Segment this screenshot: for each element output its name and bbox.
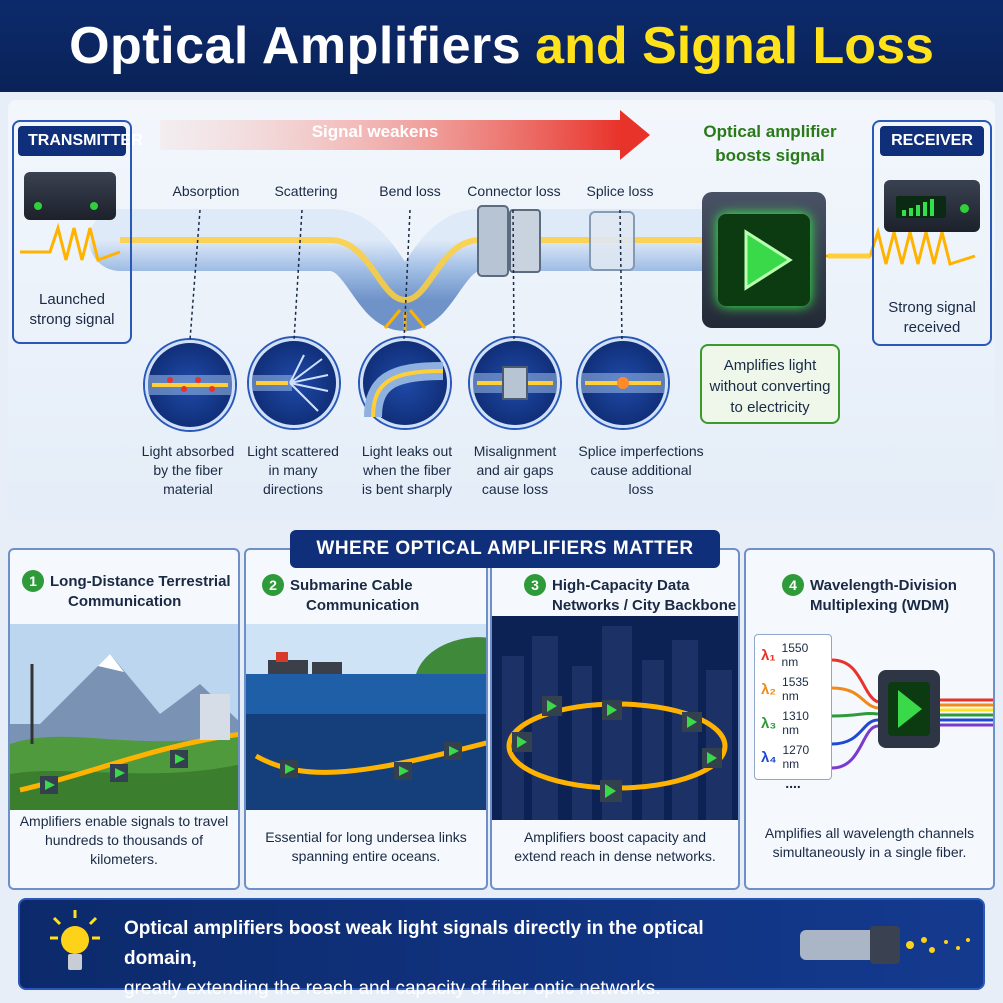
number-badge: 3 — [524, 574, 546, 596]
wavelength-row: λ₂ 1535 nm — [755, 669, 831, 703]
wavelength-symbol: λ₃ — [761, 714, 777, 732]
launched-signal-waveform — [20, 222, 121, 262]
loss-pointer-lines — [189, 209, 623, 341]
signal-beam — [120, 237, 720, 304]
title-bar: Optical Amplifiers and Signal Loss — [0, 0, 1003, 92]
wavelength-row: λ₁ 1550 nm — [755, 635, 831, 669]
led-icon — [960, 204, 969, 213]
play-icon — [718, 214, 810, 306]
receiver-device — [884, 180, 980, 232]
splice-sleeve — [589, 211, 635, 271]
bend-loss-detail-icon — [360, 338, 450, 428]
wavelength-value: 1550 nm — [781, 641, 809, 669]
receiver-label: RECEIVER — [880, 126, 984, 156]
connector-loss-detail-icon — [470, 338, 560, 428]
loss-label-connector: Connector loss — [467, 183, 561, 199]
led-icon — [90, 202, 98, 210]
number-badge: 4 — [782, 574, 804, 596]
transmitter-card — [12, 120, 132, 344]
city-backbone-scene — [492, 616, 738, 820]
optical-amplifier-device — [702, 192, 826, 328]
bend-loss-arrows — [383, 309, 427, 332]
signal-weakens-arrow — [160, 110, 650, 160]
led-icon — [34, 202, 42, 210]
where-amplifiers-matter-header: WHERE OPTICAL AMPLIFIERS MATTER — [290, 530, 720, 568]
wavelength-more: .... — [785, 775, 801, 791]
loss-label-scattering: Scattering — [274, 183, 338, 199]
receiver-card — [872, 120, 992, 346]
summary-text: Optical amplifiers boost weak light sign… — [124, 918, 704, 999]
glowing-fiber-icon — [800, 926, 970, 964]
lightbulb-icon — [50, 910, 100, 970]
signal-meter-icon — [896, 196, 946, 218]
ocean-scene — [246, 624, 486, 810]
received-signal-waveform — [820, 226, 976, 266]
wavelength-value: 1310 nm — [782, 709, 809, 737]
transmitter-device — [24, 172, 116, 220]
title-part1: Optical Amplifiers — [69, 17, 522, 75]
scattering-detail-icon — [249, 338, 339, 428]
loss-label-absorption: Absorption — [172, 183, 240, 199]
wavelength-value: 1535 nm — [782, 675, 809, 703]
wavelength-value: 1270 nm — [782, 743, 810, 771]
signal-weakens-label: Signal weakens — [311, 122, 439, 141]
title-part2: and Signal Loss — [535, 17, 934, 75]
loss-label-splice: Splice loss — [586, 183, 654, 199]
fiber-diagram — [20, 110, 976, 332]
wavelength-symbol: λ₂ — [761, 680, 777, 698]
summary-banner: Optical amplifiers boost weak light sign… — [18, 898, 985, 999]
connector — [477, 205, 509, 277]
wavelength-row: λ₄ 1270 nm — [755, 737, 831, 771]
wavelength-symbol: λ₁ — [761, 646, 776, 664]
number-badge: 2 — [262, 574, 284, 596]
wavelength-row: λ₃ 1310 nm — [755, 703, 831, 737]
terrestrial-landscape — [10, 624, 238, 810]
number-badge: 1 — [22, 570, 44, 592]
absorption-detail-icon — [145, 340, 235, 430]
transmitter-label: TRANSMITTER — [18, 126, 143, 156]
loss-label-bend: Bend loss — [379, 183, 441, 199]
splice-loss-detail-icon — [578, 338, 668, 428]
signal-loss-panel — [8, 100, 995, 520]
wdm-multiplexer — [832, 658, 993, 770]
wavelength-symbol: λ₄ — [761, 748, 777, 766]
